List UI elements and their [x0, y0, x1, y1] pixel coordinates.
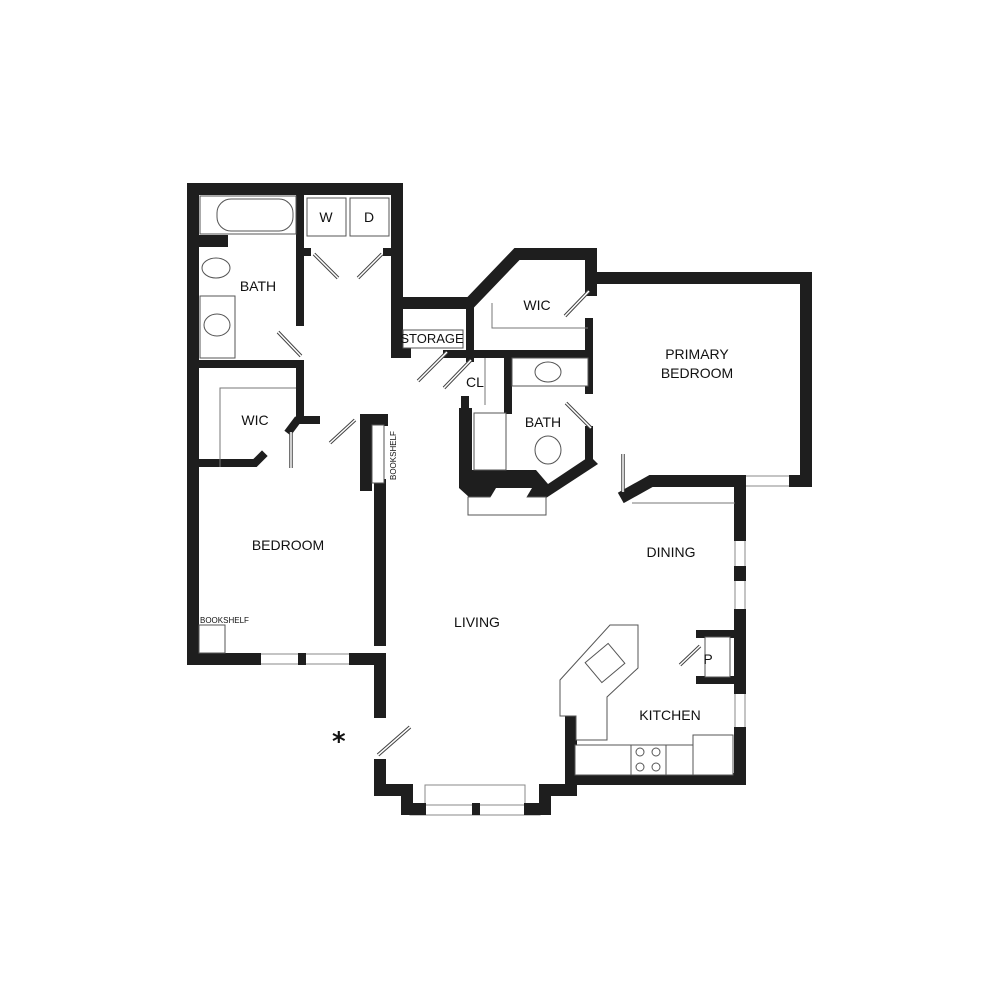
room-labels: BATH W D STORAGE WIC PRIMARY BEDROOM CL … — [200, 209, 733, 757]
label-primary-bedroom-1: PRIMARY — [665, 346, 729, 362]
label-primary-bedroom-2: BEDROOM — [661, 365, 733, 381]
label-bath-left: BATH — [240, 278, 276, 294]
label-dryer: D — [364, 209, 374, 225]
kitchen-sink — [584, 642, 626, 684]
label-bath-primary: BATH — [525, 414, 561, 430]
label-living: LIVING — [454, 614, 500, 630]
label-bookshelf-hall: BOOKSHELF — [389, 431, 398, 480]
fixtures — [198, 195, 735, 776]
label-wic-primary: WIC — [523, 297, 550, 313]
label-bookshelf-bedroom: BOOKSHELF — [200, 616, 249, 625]
washer — [306, 197, 347, 237]
label-kitchen: KITCHEN — [639, 707, 700, 723]
label-dining: DINING — [647, 544, 696, 560]
dryer — [349, 197, 390, 237]
label-washer: W — [319, 209, 333, 225]
refrigerator — [692, 734, 734, 776]
label-bedroom: BEDROOM — [252, 537, 324, 553]
entry-marker: * — [332, 727, 346, 757]
walls — [187, 183, 812, 815]
doors — [276, 252, 702, 757]
label-storage: STORAGE — [400, 331, 464, 346]
toilet — [201, 257, 231, 279]
label-wic-left: WIC — [241, 412, 268, 428]
label-closet: CL — [466, 374, 484, 390]
kitchen-counter — [559, 624, 639, 741]
label-pantry: P — [703, 651, 712, 667]
sink — [203, 313, 231, 337]
stove — [630, 744, 667, 776]
